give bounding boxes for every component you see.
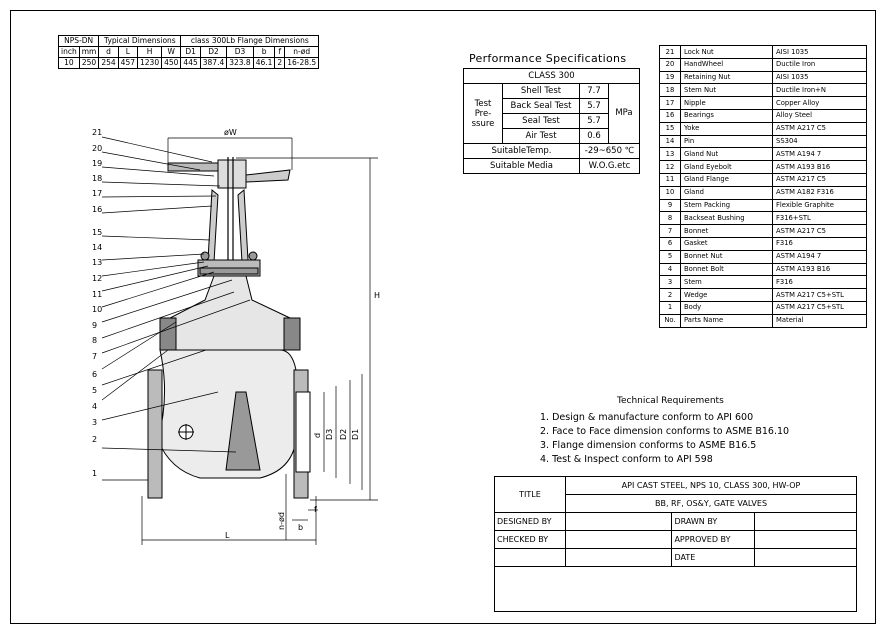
pressure-unit: MPa (608, 83, 640, 144)
callout-number: 17 (92, 189, 102, 198)
suitable-media-value: W.O.G.etc (579, 158, 640, 174)
callout-number: 14 (92, 243, 102, 252)
dimension-lines (141, 137, 378, 545)
callout-number: 18 (92, 174, 102, 183)
bonnet-bolts (159, 317, 301, 351)
header-material: Material (772, 313, 867, 328)
callout-number: 1 (92, 469, 97, 478)
callout-number: 6 (92, 370, 97, 379)
dim-label-f: f (314, 505, 317, 514)
parts-header-row: No. Parts Name Material (659, 313, 867, 328)
callout-number: 2 (92, 435, 97, 444)
technical-title: Technical Requirements (617, 396, 724, 406)
table-cell: 445 (180, 57, 201, 69)
performance-table: CLASS 300 Test Pre- ssure Shell Test 7.7… (463, 68, 640, 174)
callout-number: 4 (92, 402, 97, 411)
dim-label-b: b (298, 523, 303, 532)
callout-number: 12 (92, 274, 102, 283)
callout-number: 19 (92, 159, 102, 168)
table-cell: 10 (58, 57, 80, 69)
callout-number: 9 (92, 321, 97, 330)
part-material: Ductile Iron (772, 57, 867, 72)
callout-number: 3 (92, 418, 97, 427)
dim-label-nd: n-ød (277, 512, 286, 530)
callout-number: 11 (92, 290, 102, 299)
technical-item: 3. Flange dimension conforms to ASME B16… (540, 440, 757, 451)
callout-number: 5 (92, 386, 97, 395)
table-cell: 46.1 (252, 57, 276, 69)
title-label: TITLE (494, 476, 566, 513)
dim-label-d2: D2 (339, 429, 348, 440)
callout-leaders (101, 136, 251, 481)
drawing-frame (10, 10, 876, 624)
table-cell: 457 (117, 57, 139, 69)
test-pressure-label: Test Pre- ssure (463, 83, 503, 144)
technical-item: 4. Test & Inspect conform to API 598 (540, 454, 713, 465)
stem-yoke-shape (197, 157, 261, 395)
title-block-footer (494, 566, 857, 612)
callout-number: 20 (92, 144, 102, 153)
technical-item: 2. Face to Face dimension conforms to AS… (540, 426, 790, 437)
dim-label-w: øW (224, 128, 237, 137)
callout-number: 15 (92, 228, 102, 237)
table-cell: 16-28.5 (284, 57, 320, 69)
technical-item: 1. Design & manufacture conform to API 6… (540, 412, 754, 423)
callout-number: 13 (92, 258, 102, 267)
valve-body-shape (147, 349, 311, 499)
handwheel-shape (167, 159, 291, 189)
part-material: F316+STL (772, 211, 867, 226)
dimensions-value-row: 10 250 254 457 1230 450 445 387.4 323.8 … (58, 57, 320, 69)
bonnet-shape (169, 275, 293, 351)
dim-label-d3: D3 (325, 429, 334, 440)
title-block: TITLE API CAST STEEL, NPS 10, CLASS 300,… (494, 476, 858, 612)
callout-number: 7 (92, 352, 97, 361)
part-material: ASTM A194 7 (772, 249, 867, 264)
dim-label-d: d (313, 433, 322, 438)
callout-number: 8 (92, 336, 97, 345)
dim-label-d1: D1 (351, 429, 360, 440)
table-cell: 323.8 (226, 57, 254, 69)
dim-label-h: H (374, 291, 380, 300)
callout-number: 10 (92, 305, 102, 314)
dimension-labels: øW H L d D3 D2 D1 b f n-ød (224, 128, 380, 540)
dimensions-table: NPS-DN Typical Dimensions class 300Lb Fl… (57, 35, 320, 69)
callout-number: 16 (92, 205, 102, 214)
callout-numbers: 21 20 19 18 17 16 15 14 13 12 11 10 9 8 … (92, 128, 102, 478)
technical-list: 1. Design & manufacture conform to API 6… (540, 411, 789, 467)
dim-label-l: L (225, 531, 230, 540)
callout-number: 21 (92, 128, 102, 137)
performance-title: Performance Specifications (469, 52, 627, 65)
